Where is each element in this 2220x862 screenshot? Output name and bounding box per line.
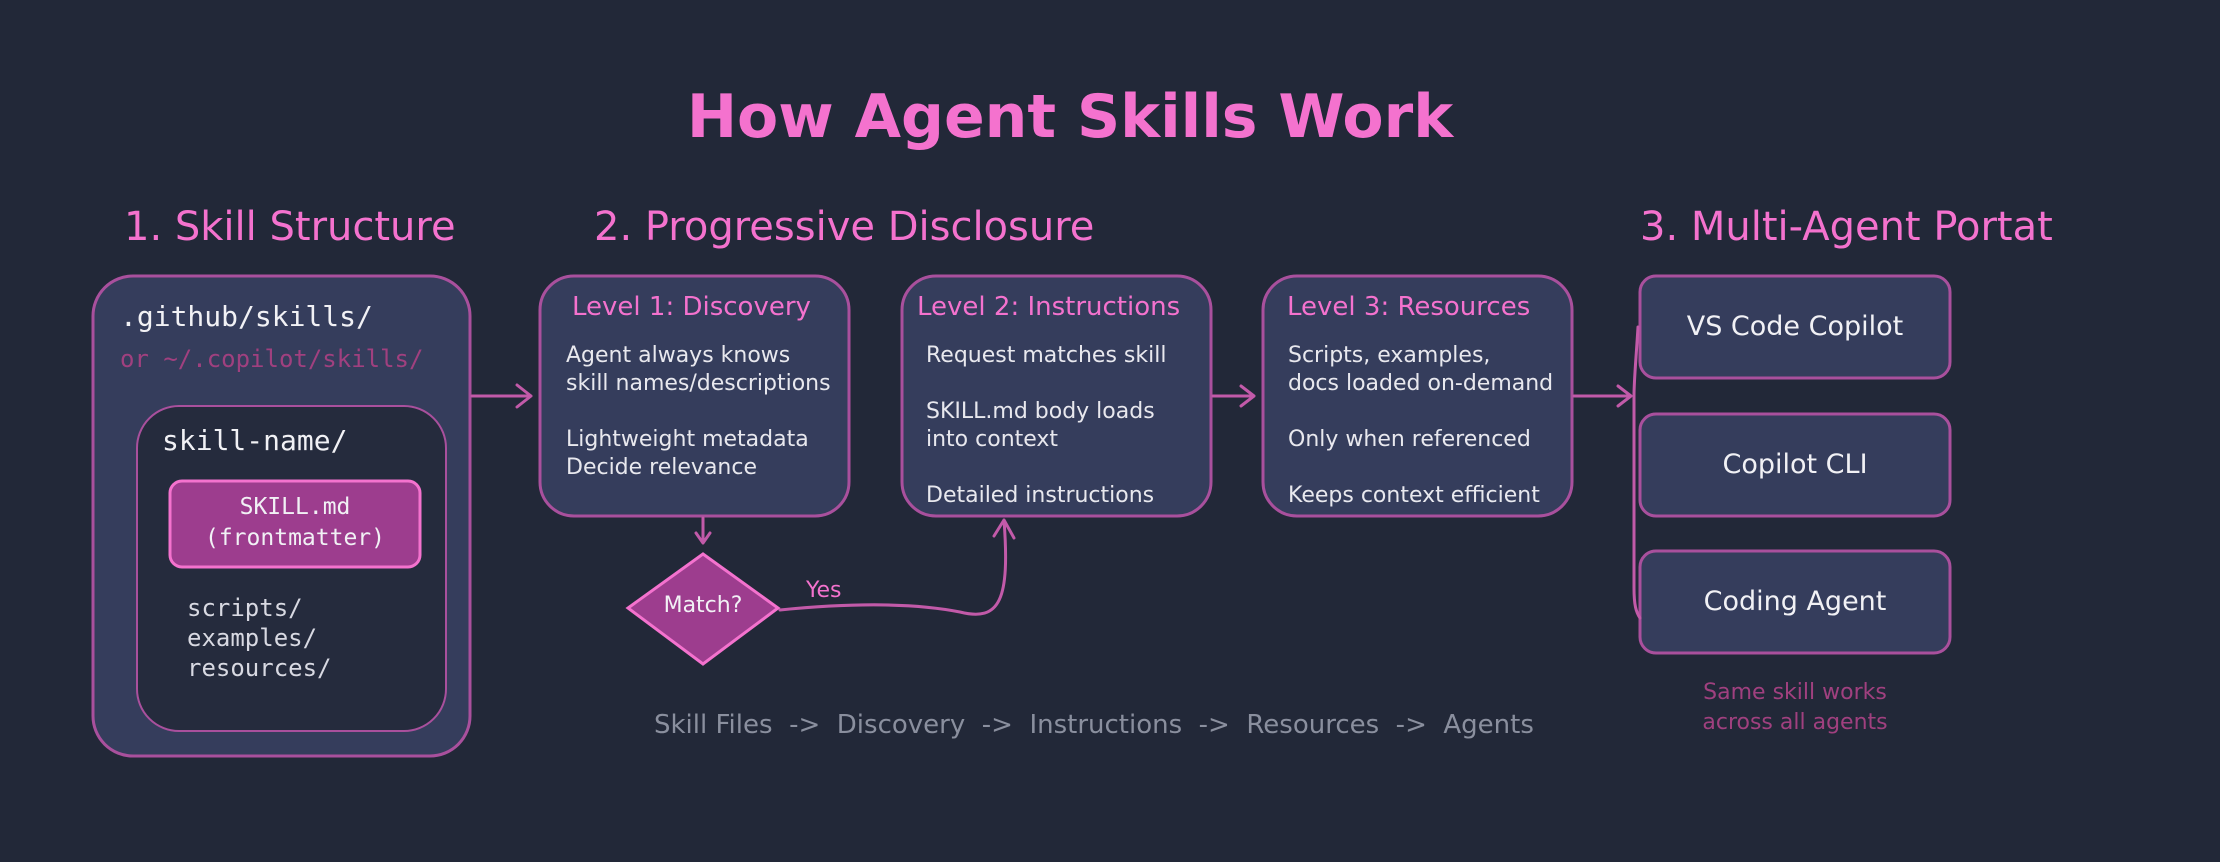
level-1-title: Level 1: Discovery	[572, 292, 811, 322]
yes-label: Yes	[806, 578, 842, 603]
arrow-structure-to-level1	[470, 383, 533, 409]
subfolder-examples: examples/	[187, 624, 318, 652]
level-2-title: Level 2: Instructions	[917, 292, 1181, 322]
level-3-line: Scripts, examples,	[1288, 343, 1491, 368]
arrow-level2-to-level3	[1211, 384, 1256, 408]
match-diamond	[625, 552, 781, 666]
skill-file-note: (frontmatter)	[204, 525, 385, 551]
skill-file-name: SKILL.md	[239, 494, 351, 520]
level-1-line: skill names/descriptions	[566, 371, 831, 396]
agent-box-vscode	[1638, 274, 1952, 380]
agent-box-coding	[1638, 549, 1952, 655]
level-2-line: Detailed instructions	[926, 483, 1155, 508]
agent-label-cli: Copilot CLI	[1722, 449, 1868, 480]
arrow-level1-to-match	[694, 516, 712, 545]
level-1-line: Lightweight metadata	[566, 427, 809, 452]
section-heading-disclosure: 2. Progressive Disclosure	[594, 204, 1095, 250]
agent-box-cli	[1638, 412, 1952, 518]
level-2-line: SKILL.md body loads	[926, 399, 1155, 424]
level-3-line: Keeps context efficient	[1288, 483, 1540, 508]
level-3-box	[1261, 274, 1574, 518]
subfolder-resources: resources/	[187, 654, 332, 682]
agent-label-coding: Coding Agent	[1703, 586, 1887, 617]
skills-alt-path: or ~/.copilot/skills/	[120, 345, 424, 373]
agents-note-line2: across all agents	[1702, 710, 1888, 735]
level-2-box	[900, 274, 1213, 518]
skills-path: .github/skills/	[120, 300, 373, 333]
agents-bracket	[1632, 325, 1642, 620]
diagram-title: How Agent Skills Work	[686, 82, 1454, 152]
arrows	[470, 325, 1642, 620]
section-heading-portability: 3. Multi-Agent Portat	[1640, 204, 2053, 250]
agents-note-line1: Same skill works	[1703, 680, 1887, 705]
level-1-box	[538, 274, 851, 518]
skill-file-box	[168, 479, 422, 569]
flow-caption: Skill Files -> Discovery -> Instructions…	[654, 710, 1534, 740]
level-3-line: Only when referenced	[1288, 427, 1531, 452]
level-3-line: docs loaded on-demand	[1288, 371, 1554, 396]
level-3-title: Level 3: Resources	[1287, 292, 1531, 322]
level-2-line: Request matches skill	[926, 343, 1167, 368]
level-1-line: Decide relevance	[566, 455, 757, 480]
level-2-line: into context	[926, 427, 1059, 452]
section-heading-structure: 1. Skill Structure	[124, 204, 456, 250]
subfolder-scripts: scripts/	[187, 594, 303, 622]
level-1-line: Agent always knows	[566, 343, 791, 368]
arrow-yes-to-level2	[778, 518, 1016, 616]
agent-label-vscode: VS Code Copilot	[1686, 311, 1904, 342]
match-label: Match?	[663, 593, 743, 618]
arrow-level3-to-agents	[1572, 384, 1633, 408]
skill-folder-name: skill-name/	[162, 424, 348, 457]
